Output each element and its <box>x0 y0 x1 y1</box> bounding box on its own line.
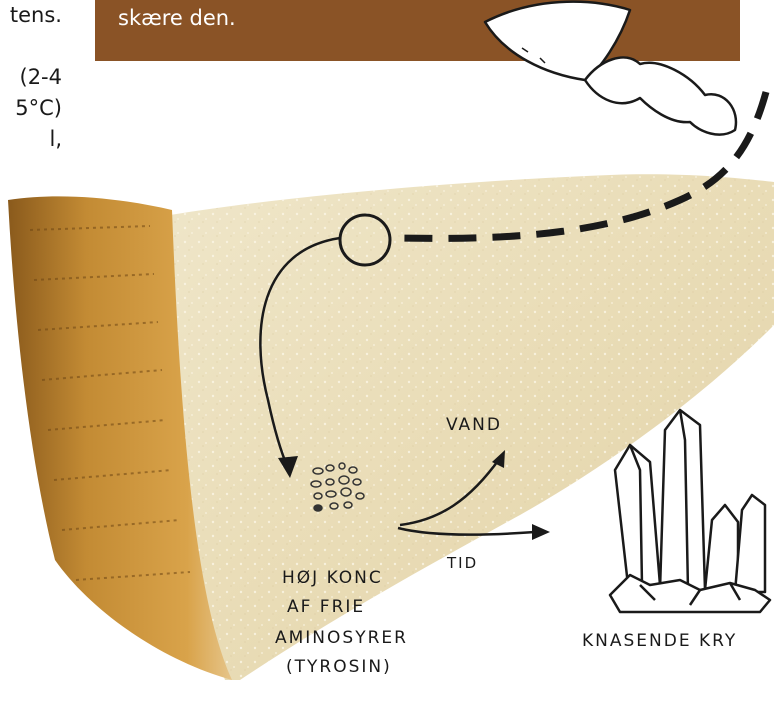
cheese-knife-icon <box>485 2 736 135</box>
label-vand: VAND <box>446 415 502 435</box>
label-amino-line-3: AMINOSYRER <box>275 628 408 648</box>
label-amino-line-4: (TYROSIN) <box>286 657 392 677</box>
label-tid: TID <box>446 554 478 572</box>
label-amino-line-1: HØJ KONC <box>282 568 383 588</box>
label-crystals: KNASENDE KRY <box>582 631 737 651</box>
label-amino-line-2: AF FRIE <box>287 597 365 617</box>
